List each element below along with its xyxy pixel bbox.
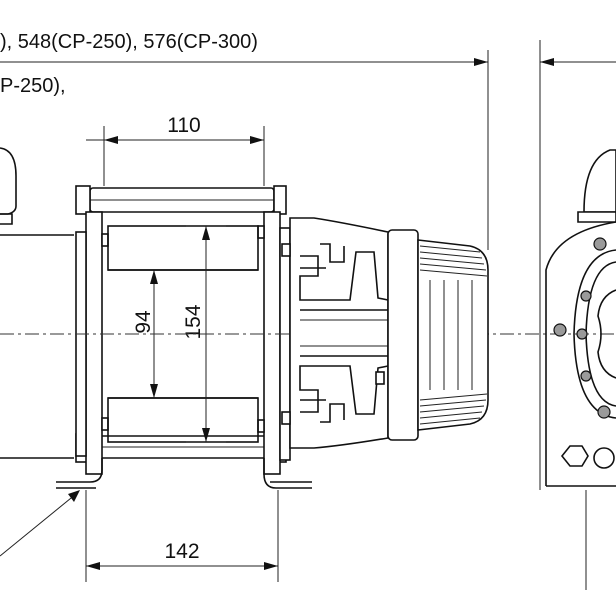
motor-end-cap [387, 229, 489, 441]
frame-assembly [75, 185, 291, 475]
base-feet [56, 458, 312, 489]
drum [107, 225, 259, 443]
dimension-94: 94 [132, 270, 158, 398]
left-partial-cap [0, 147, 74, 459]
overall-length-dimension [0, 50, 489, 250]
dimension-110: 110 [86, 114, 265, 186]
mounting-hole-leader [0, 490, 80, 557]
dimension-154-label: 154 [182, 304, 205, 339]
header-line-2: P-250), [0, 75, 66, 97]
dimension-94-label: 94 [132, 310, 155, 334]
side-view [539, 40, 616, 590]
motor-housing [281, 217, 389, 449]
header-line-1: ), 548(CP-250), 576(CP-300) [0, 31, 258, 53]
dimension-142: 142 [85, 490, 279, 582]
dimension-142-label: 142 [164, 540, 199, 563]
dimension-110-label: 110 [167, 114, 200, 137]
